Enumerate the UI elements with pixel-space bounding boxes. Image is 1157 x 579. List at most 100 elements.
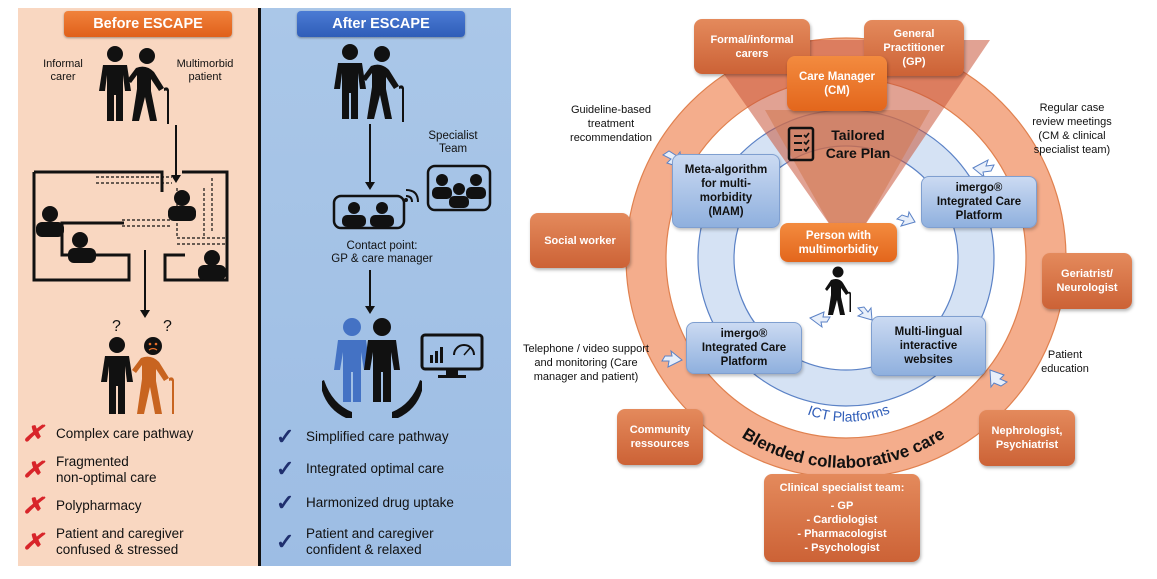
multilingual-websites-box: Multi-lingual interactive websites xyxy=(871,316,986,376)
box-line: Platform xyxy=(955,210,1003,222)
item-line: Integrated optimal care xyxy=(306,461,445,476)
case-review-meetings-note: Regular case review meetings (CM & clini… xyxy=(1022,101,1122,157)
after-item-text: Harmonized drug uptake xyxy=(306,495,454,511)
box-line: carers xyxy=(735,47,769,60)
checklist-icon xyxy=(787,126,815,162)
box-line: for multi- xyxy=(701,178,751,190)
member-name: GP xyxy=(837,500,854,512)
carer-and-patient-icon xyxy=(334,44,404,122)
note-line: Guideline-based xyxy=(570,104,652,116)
arrow-to-patient-icon xyxy=(895,210,916,227)
social-worker-box: Social worker xyxy=(530,213,630,268)
contact-label-line: GP & care manager xyxy=(331,253,433,265)
note-line: Patient xyxy=(1047,349,1083,361)
box-line: Integrated Care xyxy=(701,342,787,354)
question-mark: ? xyxy=(163,318,172,335)
note-line: Regular case xyxy=(1039,102,1105,114)
contact-point-video-icon xyxy=(332,189,419,230)
before-item: ✗ Polypharmacy xyxy=(21,493,142,518)
note-line: treatment xyxy=(587,118,635,130)
specialist-team-video-icon xyxy=(426,164,492,212)
community-resources-box: Community ressources xyxy=(617,409,703,465)
care-plan-line: Care Plan xyxy=(825,145,891,161)
arrow-to-patient-icon xyxy=(809,311,831,329)
red-cross-icon: ✗ xyxy=(21,457,50,482)
box-line: Integrated Care xyxy=(936,196,1022,208)
guideline-recommendation-note: Guideline-based treatment recommendation xyxy=(556,103,666,145)
nephrologist-psychiatrist-box: Nephrologist, Psychiatrist xyxy=(979,410,1075,466)
question-mark: ? xyxy=(112,318,121,335)
box-line: (MAM) xyxy=(708,206,744,218)
box-line: (CM) xyxy=(824,84,850,97)
arrow-down-icon xyxy=(365,124,375,190)
note-line: (CM & clinical xyxy=(1038,130,1106,142)
clinical-team-member: - Cardiologist xyxy=(806,514,878,526)
box-line: Psychiatrist xyxy=(995,439,1059,451)
contact-point-label: Contact point: GP & care manager xyxy=(322,240,442,266)
person-with-multimorbidity-box: Person with multimorbidity xyxy=(780,223,897,262)
member-name: Pharmacologist xyxy=(804,528,887,540)
box-line: multimorbidity xyxy=(798,243,879,256)
arrow-to-education-icon xyxy=(989,369,1009,389)
imergo-platform-box: imergo® Integrated Care Platform xyxy=(921,176,1037,228)
specialist-label-line: Team xyxy=(438,143,468,155)
note-line: manager and patient) xyxy=(533,371,639,383)
clinical-team-member: - Psychologist xyxy=(804,542,880,554)
before-item-text: Polypharmacy xyxy=(56,498,142,514)
patient-education-note: Patient education xyxy=(1030,348,1100,376)
item-line: non-optimal care xyxy=(56,470,157,485)
note-line: and monitoring (Care xyxy=(534,357,638,369)
inner-ring-label-text: ICT Platforms xyxy=(806,401,892,425)
note-line: Telephone / video support xyxy=(523,343,649,355)
checkmark-icon: ✓ xyxy=(276,490,295,515)
after-item-text: Integrated optimal care xyxy=(306,461,444,477)
after-item: ✓ Simplified care pathway xyxy=(276,426,449,448)
imergo-platform-box: imergo® Integrated Care Platform xyxy=(686,322,802,374)
box-line: interactive xyxy=(899,340,958,352)
arrow-down-icon xyxy=(140,250,150,318)
box-line: General xyxy=(893,28,935,40)
inner-ring-label: ICT Platforms xyxy=(806,401,892,425)
box-line: Meta-algorithm xyxy=(684,164,768,176)
specialist-team-label: Specialist Team xyxy=(418,130,488,156)
clinical-team-member: - GP xyxy=(830,500,854,512)
clinical-team-member: - Pharmacologist xyxy=(797,528,887,540)
box-line: Nephrologist, xyxy=(991,425,1063,437)
item-line: confident & relaxed xyxy=(306,542,422,557)
item-line: Patient and caregiver xyxy=(56,526,184,541)
carer-and-patient-icon xyxy=(99,46,169,124)
before-escape-title: Before ESCAPE xyxy=(64,11,232,37)
box-line: Community xyxy=(629,424,691,436)
box-line: (GP) xyxy=(902,56,926,68)
after-item-text: Simplified care pathway xyxy=(306,429,449,445)
patient-with-cane-icon xyxy=(825,266,851,315)
supported-carer-and-patient-icon xyxy=(322,318,422,418)
item-line: Patient and caregiver xyxy=(306,526,434,541)
after-item: ✓ Harmonized drug uptake xyxy=(276,490,454,515)
arrow-to-patient-icon xyxy=(856,306,873,321)
clinical-team-title: Clinical specialist team: xyxy=(779,482,905,494)
carer-label-line: carer xyxy=(50,71,76,83)
arrow-to-case-review-icon xyxy=(972,158,995,179)
monitoring-dashboard-icon xyxy=(420,333,484,378)
arrow-down-icon xyxy=(171,125,181,183)
item-line: Polypharmacy xyxy=(56,498,142,513)
box-line: Neurologist xyxy=(1056,282,1118,294)
checkmark-icon: ✓ xyxy=(276,529,295,554)
note-line: specialist team) xyxy=(1033,144,1111,156)
telephone-video-support-note: Telephone / video support and monitoring… xyxy=(511,342,661,384)
carer-label-line: Informal xyxy=(43,58,83,70)
red-cross-icon: ✗ xyxy=(21,493,50,518)
box-line: Formal/informal xyxy=(710,33,794,46)
item-line: Harmonized drug uptake xyxy=(306,495,454,510)
tailored-care-plan-label: Tailored Care Plan xyxy=(818,126,898,162)
care-manager-box: Care Manager (CM) xyxy=(787,56,887,111)
box-line: ressources xyxy=(630,438,690,450)
item-line: Complex care pathway xyxy=(56,426,194,441)
box-line: imergo® xyxy=(720,328,768,340)
box-line: morbidity xyxy=(699,192,753,204)
